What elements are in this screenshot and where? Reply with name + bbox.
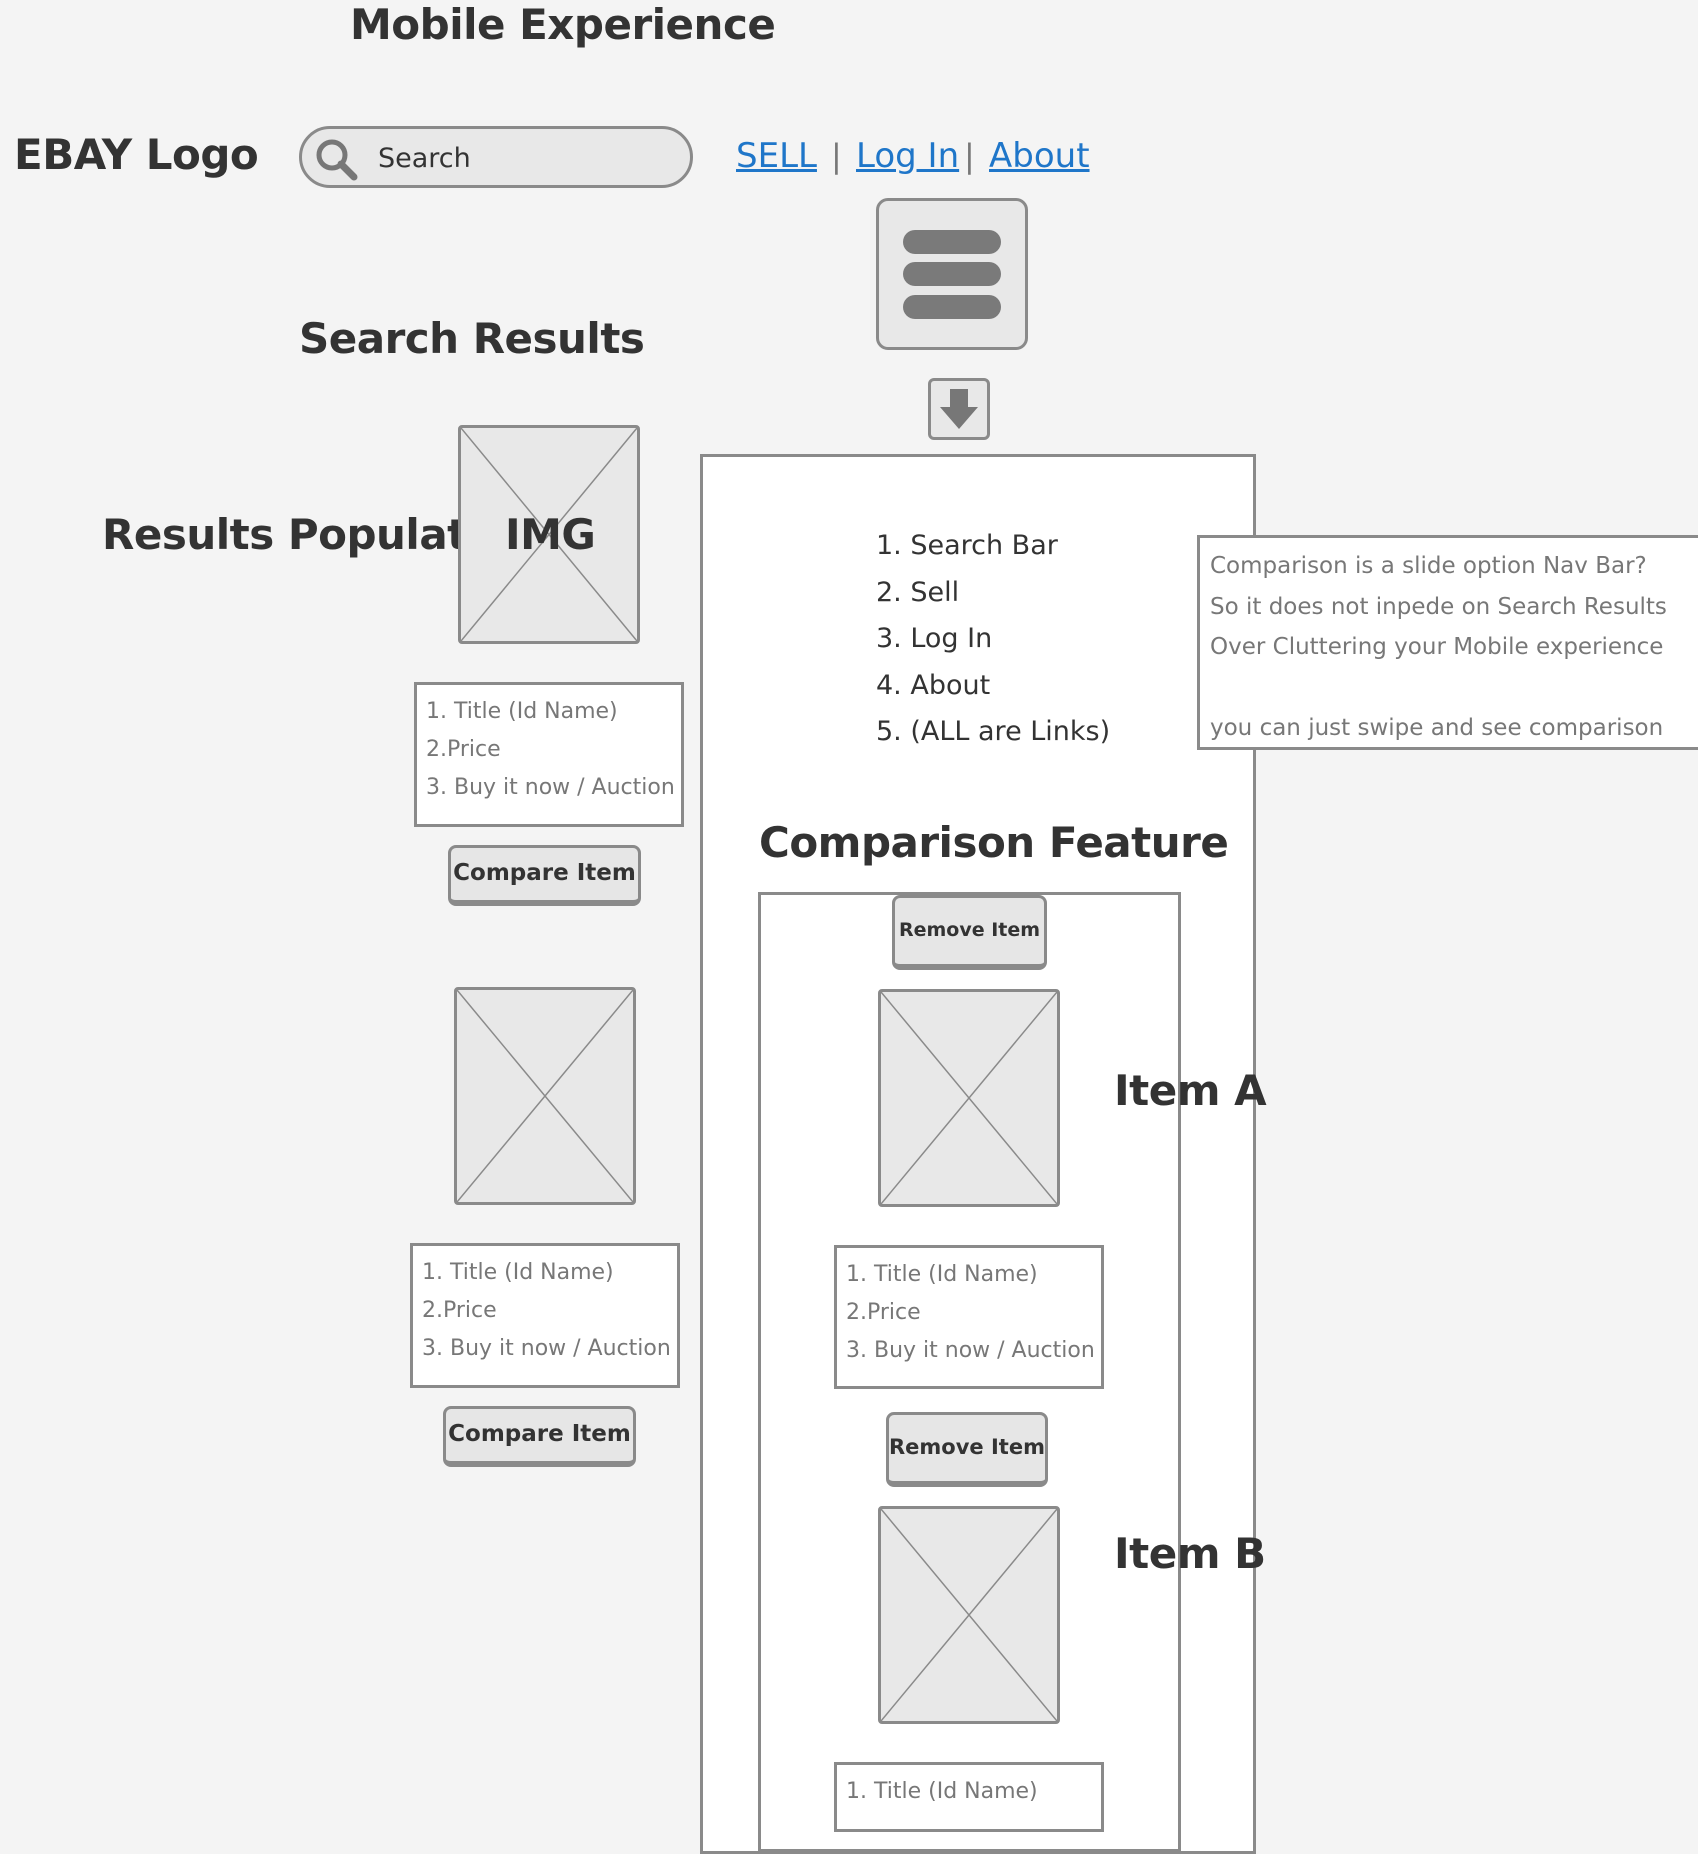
about-link[interactable]: About bbox=[989, 136, 1090, 176]
remove-item-button[interactable]: Remove Item bbox=[886, 1412, 1048, 1487]
result-image[interactable] bbox=[458, 425, 640, 644]
link-separator: | bbox=[964, 137, 975, 175]
image-placeholder-icon bbox=[881, 992, 1057, 1204]
compare-item-button[interactable]: Compare Item bbox=[443, 1406, 636, 1467]
item-b-label: Item B bbox=[1114, 1529, 1266, 1578]
compare-item-price: 2.Price bbox=[846, 1300, 921, 1325]
note-line bbox=[1210, 668, 1698, 709]
compare-item-image[interactable] bbox=[878, 1506, 1060, 1724]
note-line: Over Cluttering your Mobile experience bbox=[1210, 634, 1664, 660]
result-price: 2.Price bbox=[426, 737, 501, 762]
result-title: 1. Title (Id Name) bbox=[422, 1260, 614, 1285]
note-line: Comparison is a slide option Nav Bar? bbox=[1210, 553, 1647, 579]
sell-link[interactable]: SELL bbox=[736, 136, 817, 176]
compare-item-image[interactable] bbox=[878, 989, 1060, 1207]
compare-item-button[interactable]: Compare Item bbox=[448, 845, 641, 906]
image-placeholder-icon bbox=[461, 428, 637, 641]
result-info-box: 1. Title (Id Name) 2.Price 3. Buy it now… bbox=[410, 1243, 680, 1388]
search-results-heading: Search Results bbox=[299, 314, 645, 363]
note-line: you can just swipe and see comparison bbox=[1210, 715, 1664, 741]
compare-item-info-box: 1. Title (Id Name) bbox=[834, 1762, 1104, 1832]
link-separator: | bbox=[831, 137, 842, 175]
arrow-down-icon bbox=[940, 389, 978, 429]
nav-item-search-bar[interactable]: 1. Search Bar bbox=[876, 530, 1058, 561]
nav-item-all-links: 5. (ALL are Links) bbox=[876, 716, 1111, 747]
ebay-logo[interactable]: EBAY Logo bbox=[14, 130, 259, 179]
comparison-feature-heading: Comparison Feature bbox=[759, 818, 1229, 867]
results-populate-label: Results Populate bbox=[102, 510, 495, 559]
search-icon bbox=[316, 139, 358, 181]
compare-item-info-box: 1. Title (Id Name) 2.Price 3. Buy it now… bbox=[834, 1245, 1104, 1389]
expand-menu-button[interactable] bbox=[928, 378, 990, 440]
page-title: Mobile Experience bbox=[350, 0, 776, 49]
image-placeholder-icon bbox=[457, 990, 633, 1202]
note-line: So it does not inpede on Search Results bbox=[1210, 593, 1667, 620]
compare-item-title: 1. Title (Id Name) bbox=[846, 1262, 1038, 1287]
image-placeholder-icon bbox=[881, 1509, 1057, 1721]
compare-item-buy-type: 3. Buy it now / Auction bbox=[846, 1338, 1095, 1363]
compare-item-title: 1. Title (Id Name) bbox=[846, 1779, 1038, 1804]
nav-item-about[interactable]: 4. About bbox=[876, 669, 991, 701]
search-bar[interactable]: Search bbox=[299, 126, 693, 188]
nav-item-log-in[interactable]: 3. Log In bbox=[876, 623, 993, 654]
nav-item-sell[interactable]: 2. Sell bbox=[876, 576, 960, 608]
annotation-note: Comparison is a slide option Nav Bar? So… bbox=[1197, 535, 1698, 750]
nav-list: 1. Search Bar 2. Sell 3. Log In 4. About… bbox=[876, 523, 1110, 756]
item-a-label: Item A bbox=[1114, 1066, 1267, 1115]
result-buy-type: 3. Buy it now / Auction bbox=[426, 775, 675, 800]
img-label: IMG bbox=[505, 510, 596, 559]
result-image[interactable] bbox=[454, 987, 636, 1205]
login-link[interactable]: Log In bbox=[856, 136, 960, 176]
result-buy-type: 3. Buy it now / Auction bbox=[422, 1336, 671, 1361]
result-price: 2.Price bbox=[422, 1298, 497, 1323]
search-input[interactable]: Search bbox=[378, 143, 471, 174]
hamburger-menu-button[interactable] bbox=[876, 198, 1028, 350]
remove-item-button[interactable]: Remove Item bbox=[892, 895, 1047, 970]
result-info-box: 1. Title (Id Name) 2.Price 3. Buy it now… bbox=[414, 682, 684, 827]
result-title: 1. Title (Id Name) bbox=[426, 699, 618, 724]
